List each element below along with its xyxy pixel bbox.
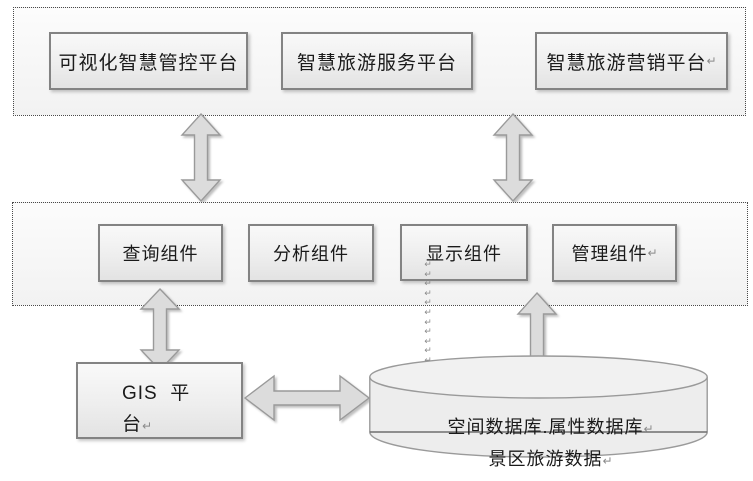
double-arrow-top-middle-left	[180, 112, 222, 203]
database-label-line1: 空间数据库.属性数据库↵	[369, 392, 708, 460]
gis-label-line2-text: 台	[122, 414, 143, 435]
box-label: 查询组件	[122, 244, 199, 264]
box-visual-smart-control-platform: 可视化智慧管控平台	[49, 32, 248, 90]
return-mark: ↵	[424, 287, 432, 298]
database-label-line2-text: 景区旅游数据	[488, 449, 603, 469]
box-label: 可视化智慧管控平台	[58, 52, 239, 74]
return-mark: ↵	[424, 297, 432, 308]
return-mark: ↵	[424, 278, 432, 289]
double-arrow-icon	[492, 112, 534, 203]
return-mark: ↵	[424, 326, 432, 337]
box-label: 显示组件	[426, 243, 502, 264]
double-arrow-icon	[243, 374, 371, 422]
return-mark: ↵	[643, 422, 654, 436]
return-mark: ↵	[424, 316, 432, 327]
box-label: 智慧旅游服务平台	[296, 52, 457, 74]
box-label: 智慧旅游营销平台	[546, 52, 707, 74]
double-arrow-gis-database	[243, 374, 371, 422]
database-label-line2: 景区旅游数据↵	[369, 424, 708, 481]
database-cylinder	[369, 355, 708, 458]
return-mark: ↵	[142, 419, 153, 433]
box-display-component: 显示组件	[400, 224, 528, 281]
box-smart-tourism-service-platform: 智慧旅游服务平台	[281, 32, 473, 90]
double-arrow-icon	[180, 112, 222, 203]
cylinder-side-lines	[369, 377, 708, 432]
double-arrow-top-middle-right	[492, 112, 534, 203]
double-arrow-middle-gis	[139, 287, 181, 372]
return-mark: ↵	[647, 246, 658, 260]
return-mark: ↵	[706, 54, 717, 68]
box-label: 分析组件	[273, 244, 349, 264]
box-label: 管理组件	[571, 244, 648, 264]
return-mark: ↵	[424, 268, 432, 279]
box-smart-tourism-marketing-platform: 智慧旅游营销平台↵	[535, 32, 728, 90]
return-mark: ↵	[424, 306, 432, 317]
return-mark: ↵	[424, 354, 432, 365]
box-analysis-component: 分析组件	[248, 224, 374, 282]
box-management-component: 管理组件↵	[552, 224, 677, 282]
gis-label-line1: GIS 平	[122, 383, 191, 404]
cylinder-bottom-arc	[369, 431, 708, 458]
double-arrow-icon	[139, 287, 181, 372]
return-mark: ↵	[424, 259, 432, 269]
return-mark: ↵	[424, 335, 432, 346]
gis-label-line2: 台↵	[122, 409, 152, 442]
box-gis-platform: GIS 平 台↵	[76, 362, 243, 439]
return-mark: ↵	[424, 345, 432, 356]
database-label-line1-text: 空间数据库.属性数据库	[447, 417, 644, 437]
box-query-component: 查询组件	[98, 224, 223, 282]
return-mark: ↵	[602, 454, 613, 468]
